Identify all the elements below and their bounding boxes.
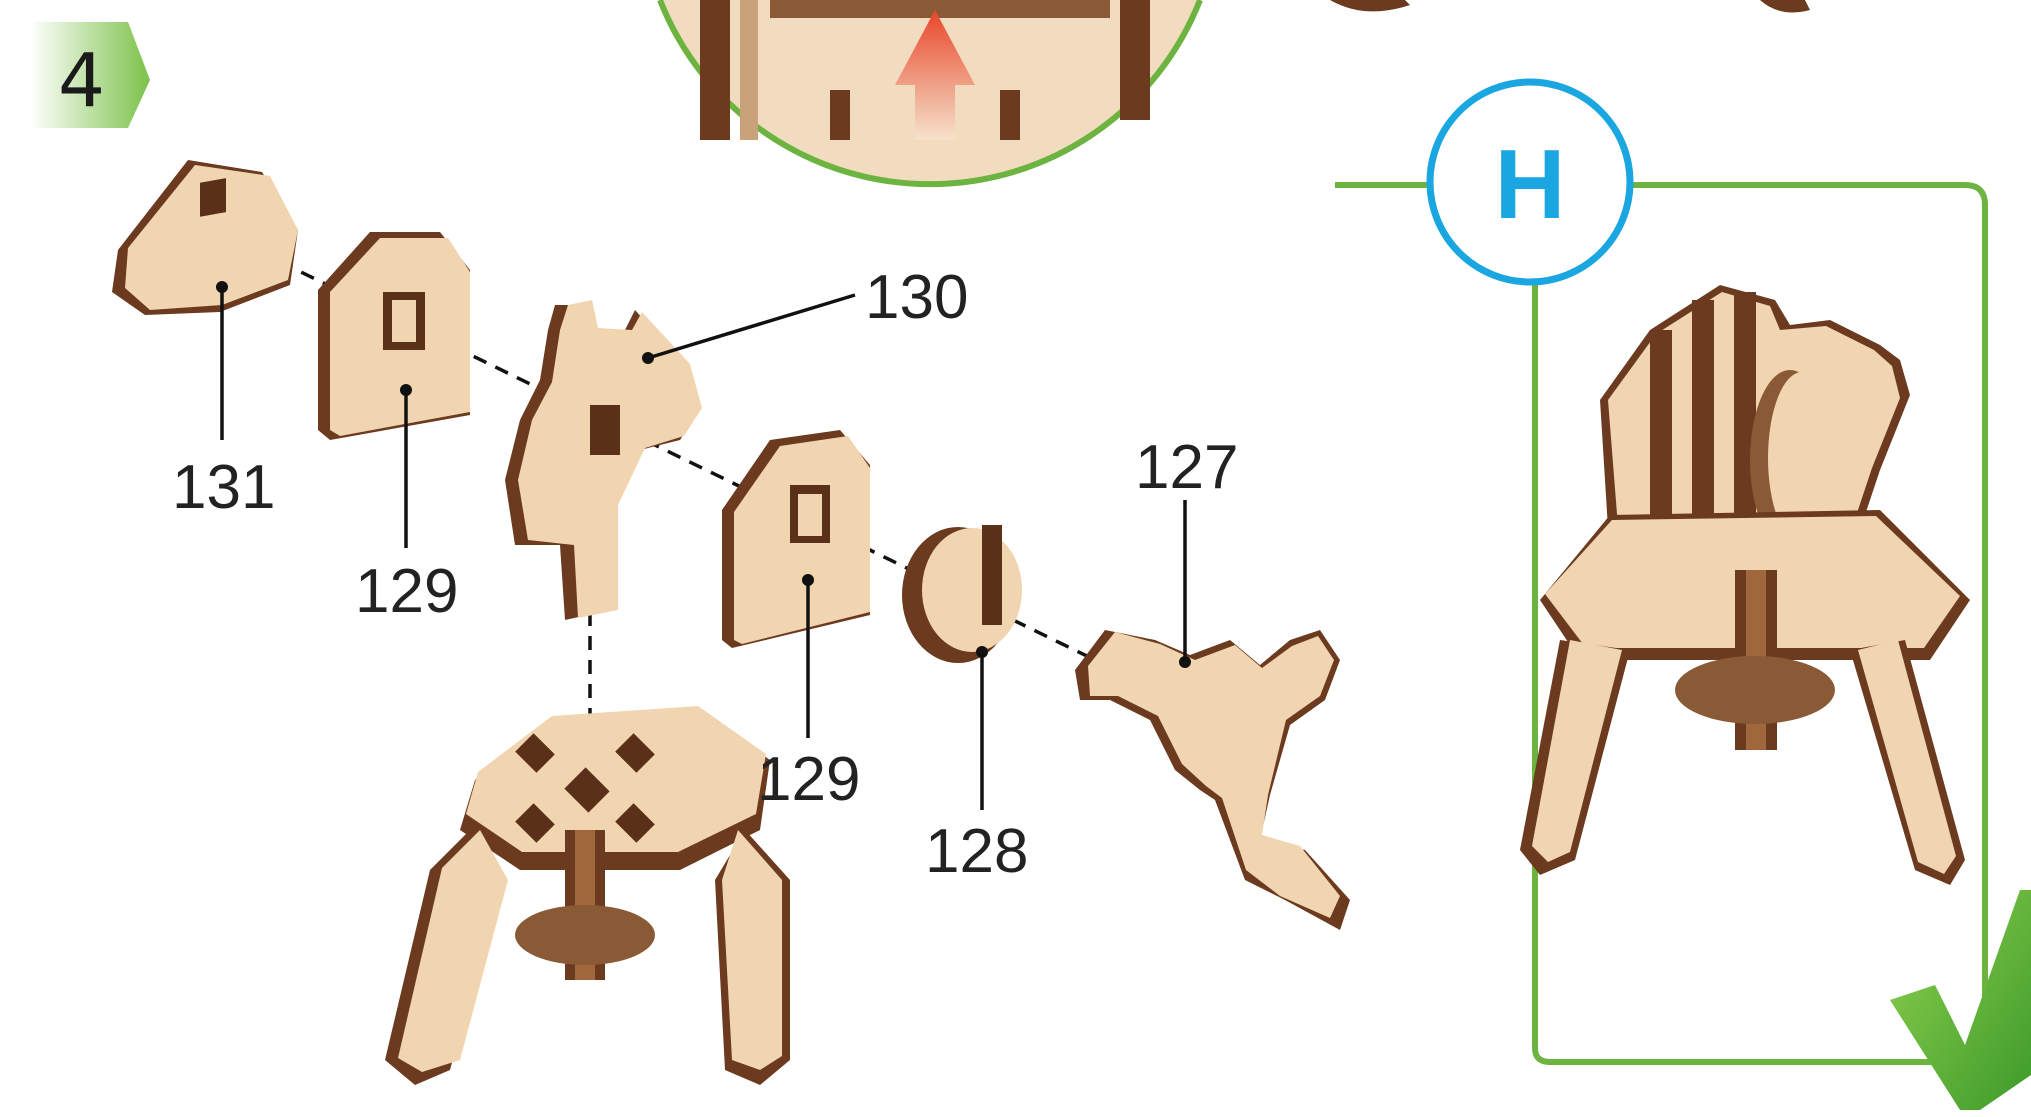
result-panel: H [1335,82,2031,1110]
check-label: H [1495,129,1566,239]
part-label: 128 [925,817,1028,886]
part-label: 129 [355,557,458,626]
part-128 [902,525,1022,663]
part-129-right [722,430,870,648]
checkmark-icon [1890,890,2031,1110]
part-fragment [1330,0,1410,11]
label-131: 131 [172,281,275,522]
part-fragment [1760,0,1810,12]
label-130: 130 [642,263,968,364]
base-stand [385,706,790,1085]
assembled-model [1520,285,1970,885]
part-label: 127 [1135,433,1238,502]
part-127 [1075,630,1350,930]
label-127: 127 [1135,433,1238,668]
detail-inset [660,0,1200,184]
part-129-left [318,232,470,440]
step-badge: 4 [30,22,150,128]
part-131 [112,160,298,315]
label-128: 128 [925,646,1028,886]
part-130 [505,300,702,620]
step-number: 4 [58,38,105,124]
part-label: 130 [865,263,968,332]
part-label: 131 [172,453,275,522]
part-label: 129 [757,745,860,814]
